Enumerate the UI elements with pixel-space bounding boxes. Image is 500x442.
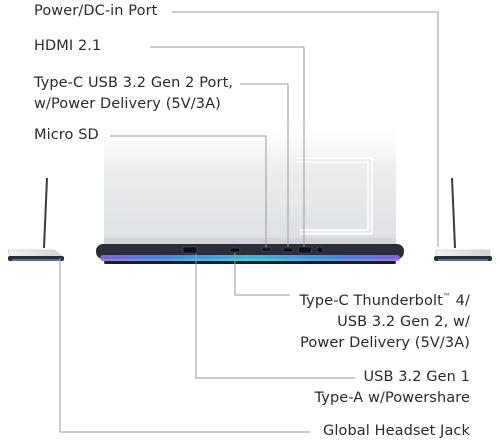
port-hdmi-icon: [297, 246, 313, 254]
leader-line-micro-sd: [110, 135, 267, 247]
leader-line-headset: [59, 258, 310, 433]
leader-line-thunderbolt: [234, 253, 290, 296]
label-power-dc-in: Power/DC-in Port: [34, 3, 158, 19]
port-usb-c-icon: [282, 247, 294, 253]
label-micro-sd: Micro SD: [34, 127, 99, 143]
laptop-rear-view: [96, 120, 404, 264]
label-usb-a-line2: Type-A w/Powershare: [314, 390, 470, 406]
label-thunderbolt-line3: Power Delivery (5V/3A): [300, 334, 470, 351]
leader-line-usb-a: [195, 254, 355, 379]
label-usb-a-line1: USB 3.2 Gen 1: [363, 369, 470, 385]
leader-line-hdmi: [150, 46, 305, 247]
label-type-c-usb-line2: w/Power Delivery (5V/3A): [34, 96, 221, 112]
left-laptop-side-view: [7, 177, 65, 261]
label-thunderbolt-line2: USB 3.2 Gen 2, w/: [337, 313, 470, 330]
leader-line-power-dc: [172, 11, 439, 247]
label-thunderbolt-line1: Type-C Thunderbolt™ 4/: [299, 292, 470, 309]
label-headset-jack: Global Headset Jack: [323, 423, 470, 439]
label-type-c-usb: Type-C USB 3.2 Gen 2 Port, w/Power Deliv…: [34, 73, 233, 115]
label-usb-a: USB 3.2 Gen 1 Type-A w/Powershare: [315, 367, 470, 409]
label-hdmi: HDMI 2.1: [34, 38, 102, 54]
right-laptop-side-view: [434, 177, 492, 261]
label-type-c-usb-line1: Type-C USB 3.2 Gen 2 Port,: [34, 75, 234, 91]
port-power-dc-icon: [316, 246, 324, 254]
port-usb-a-icon: [182, 246, 198, 254]
trademark-symbol: ™: [442, 292, 451, 301]
label-thunderbolt: Type-C Thunderbolt™ 4/ USB 3.2 Gen 2, w/…: [299, 286, 470, 354]
port-micro-sd-icon: [261, 247, 272, 252]
port-thunderbolt-icon: [229, 247, 241, 253]
leader-line-usb-c: [240, 83, 289, 247]
